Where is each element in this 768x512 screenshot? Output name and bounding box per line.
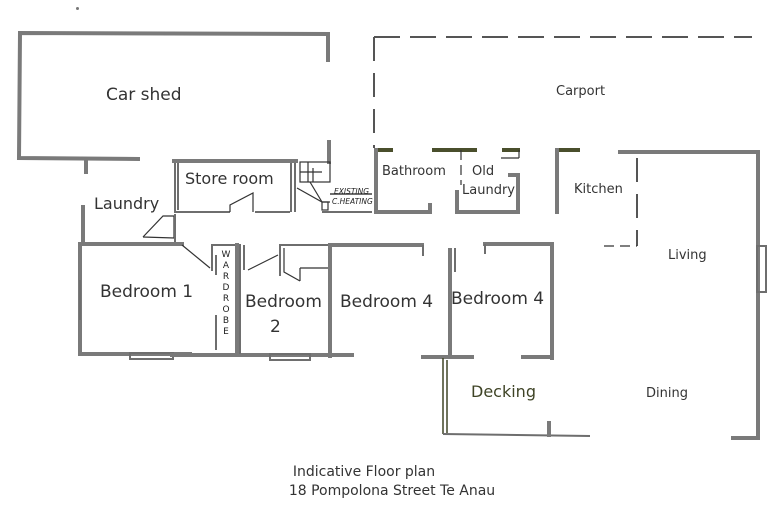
carport-outline bbox=[373, 36, 752, 148]
room-label-bedroom-2-line1: Bedroom bbox=[245, 292, 322, 312]
bedroom-walls bbox=[78, 242, 554, 361]
room-label-kitchen: Kitchen bbox=[574, 182, 623, 197]
room-label-old-laundry-1: Old bbox=[472, 164, 495, 179]
label-existing-heating-2: C.HEATING bbox=[332, 197, 373, 206]
living-walls bbox=[555, 148, 767, 440]
heating-sketch bbox=[296, 161, 372, 213]
decking-outline bbox=[442, 358, 591, 437]
label-wardrobe: WARDROBE bbox=[221, 250, 231, 337]
room-label-old-laundry-2: Laundry bbox=[462, 183, 515, 198]
stray-mark bbox=[76, 7, 79, 10]
label-existing-heating-1: EXISTING bbox=[334, 187, 370, 196]
room-label-car-shed: Car shed bbox=[106, 85, 182, 105]
car-shed-walls bbox=[16, 30, 331, 174]
laundry-store-walls bbox=[81, 163, 296, 246]
room-label-living: Living bbox=[668, 248, 707, 263]
room-label-bedroom-4-right: Bedroom 4 bbox=[451, 289, 545, 309]
room-label-decking: Decking bbox=[471, 382, 536, 401]
room-label-bedroom-4-left: Bedroom 4 bbox=[340, 292, 434, 312]
room-label-laundry: Laundry bbox=[94, 194, 160, 213]
room-label-bedroom-2-line2: 2 bbox=[270, 317, 281, 337]
room-label-carport: Carport bbox=[556, 84, 606, 99]
room-label-bedroom-1: Bedroom 1 bbox=[100, 282, 194, 302]
room-label-store-room: Store room bbox=[185, 169, 274, 188]
plan-address: 18 Pompolona Street Te Anau bbox=[288, 483, 496, 499]
room-label-dining: Dining bbox=[646, 386, 688, 401]
room-label-bathroom: Bathroom bbox=[382, 164, 446, 179]
plan-title: Indicative Floor plan bbox=[292, 464, 436, 480]
bathroom-walls bbox=[374, 148, 520, 214]
